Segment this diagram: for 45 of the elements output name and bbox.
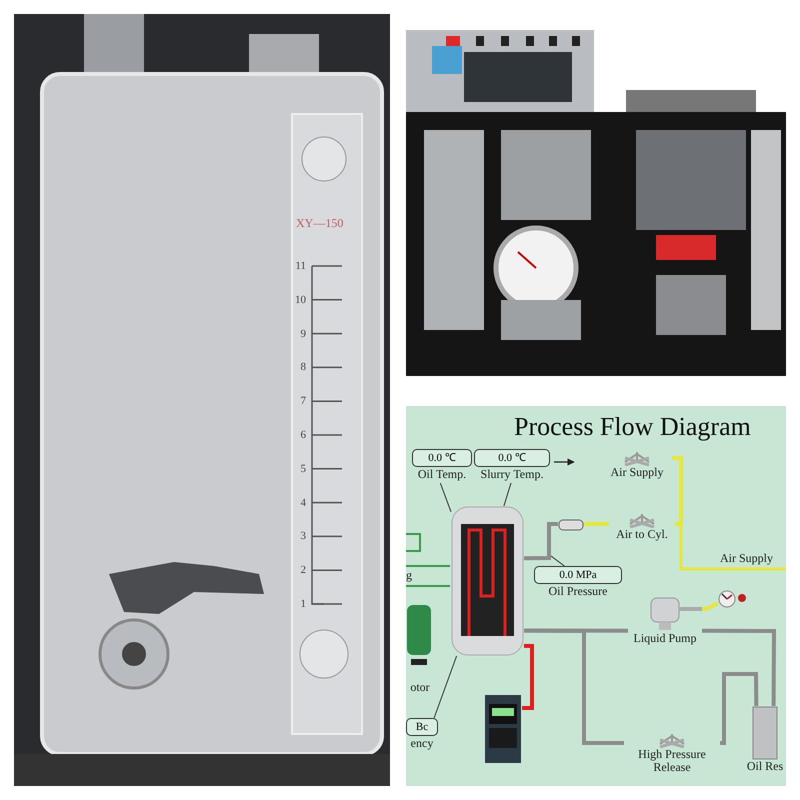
- pipe-line: [584, 522, 609, 526]
- scale-number: 5: [300, 462, 306, 475]
- readout-label: ency: [410, 737, 434, 750]
- scale-number: 7: [300, 395, 306, 408]
- readout-display: 0.0 MPa: [534, 566, 622, 584]
- readout-display: 0.0 ℃: [412, 449, 472, 467]
- pipe-line: [720, 672, 758, 745]
- leader-line: [550, 556, 565, 566]
- pressure-vessel: [451, 506, 524, 656]
- component-label: High Pressure Release: [637, 748, 707, 774]
- pipe-line: [524, 522, 558, 560]
- readout-label: Slurry Temp.: [480, 468, 544, 481]
- scale-number: 9: [300, 328, 306, 340]
- scale-number: 3: [300, 530, 306, 542]
- scale-number: 4: [300, 496, 306, 509]
- scale-number: 8: [300, 361, 306, 374]
- scale-number: 1: [300, 598, 306, 610]
- pipe-label: Air Supply: [720, 552, 774, 565]
- pipe-line: [672, 456, 683, 526]
- component-label: Air Supply: [609, 466, 664, 479]
- scale-number: 11: [294, 260, 306, 272]
- readout-label: Oil Temp.: [416, 468, 468, 481]
- pipe-line: [702, 602, 719, 612]
- pipe-line: [524, 628, 624, 745]
- readout-display: Bc: [406, 718, 438, 736]
- controller-icon: [484, 694, 522, 764]
- component-label: Air to Cyl.: [615, 528, 669, 541]
- leader-line: [434, 656, 458, 718]
- gauge-icon: [718, 590, 748, 608]
- readout-display: 0.0 ℃: [474, 449, 550, 467]
- component-label: Oil Res: [746, 760, 784, 773]
- readout-label: Oil Pressure: [548, 585, 608, 598]
- scale-number: 10: [294, 294, 306, 306]
- pipe-line: [702, 628, 776, 706]
- component-label: Liquid Pump: [632, 632, 698, 645]
- scale-number: 6: [300, 429, 306, 441]
- pipe-label: g: [406, 569, 412, 582]
- leader-line: [440, 482, 452, 512]
- diagram-title: Process Flow Diagram: [514, 412, 751, 442]
- scale-number: 2: [300, 564, 306, 576]
- leader-line: [503, 482, 512, 506]
- component-label: otor: [409, 681, 431, 694]
- pipe-line: [522, 644, 534, 710]
- filter-icon: [558, 518, 584, 530]
- model-label: XY—150: [296, 216, 344, 231]
